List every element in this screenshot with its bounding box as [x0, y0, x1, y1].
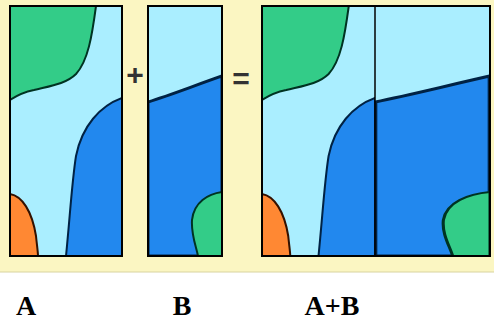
- panel-label: B: [173, 292, 192, 320]
- panel-label: A+B: [305, 292, 360, 320]
- equals-sign: =: [232, 64, 250, 94]
- plus-sign: +: [126, 60, 144, 90]
- panel-label: A: [16, 292, 36, 320]
